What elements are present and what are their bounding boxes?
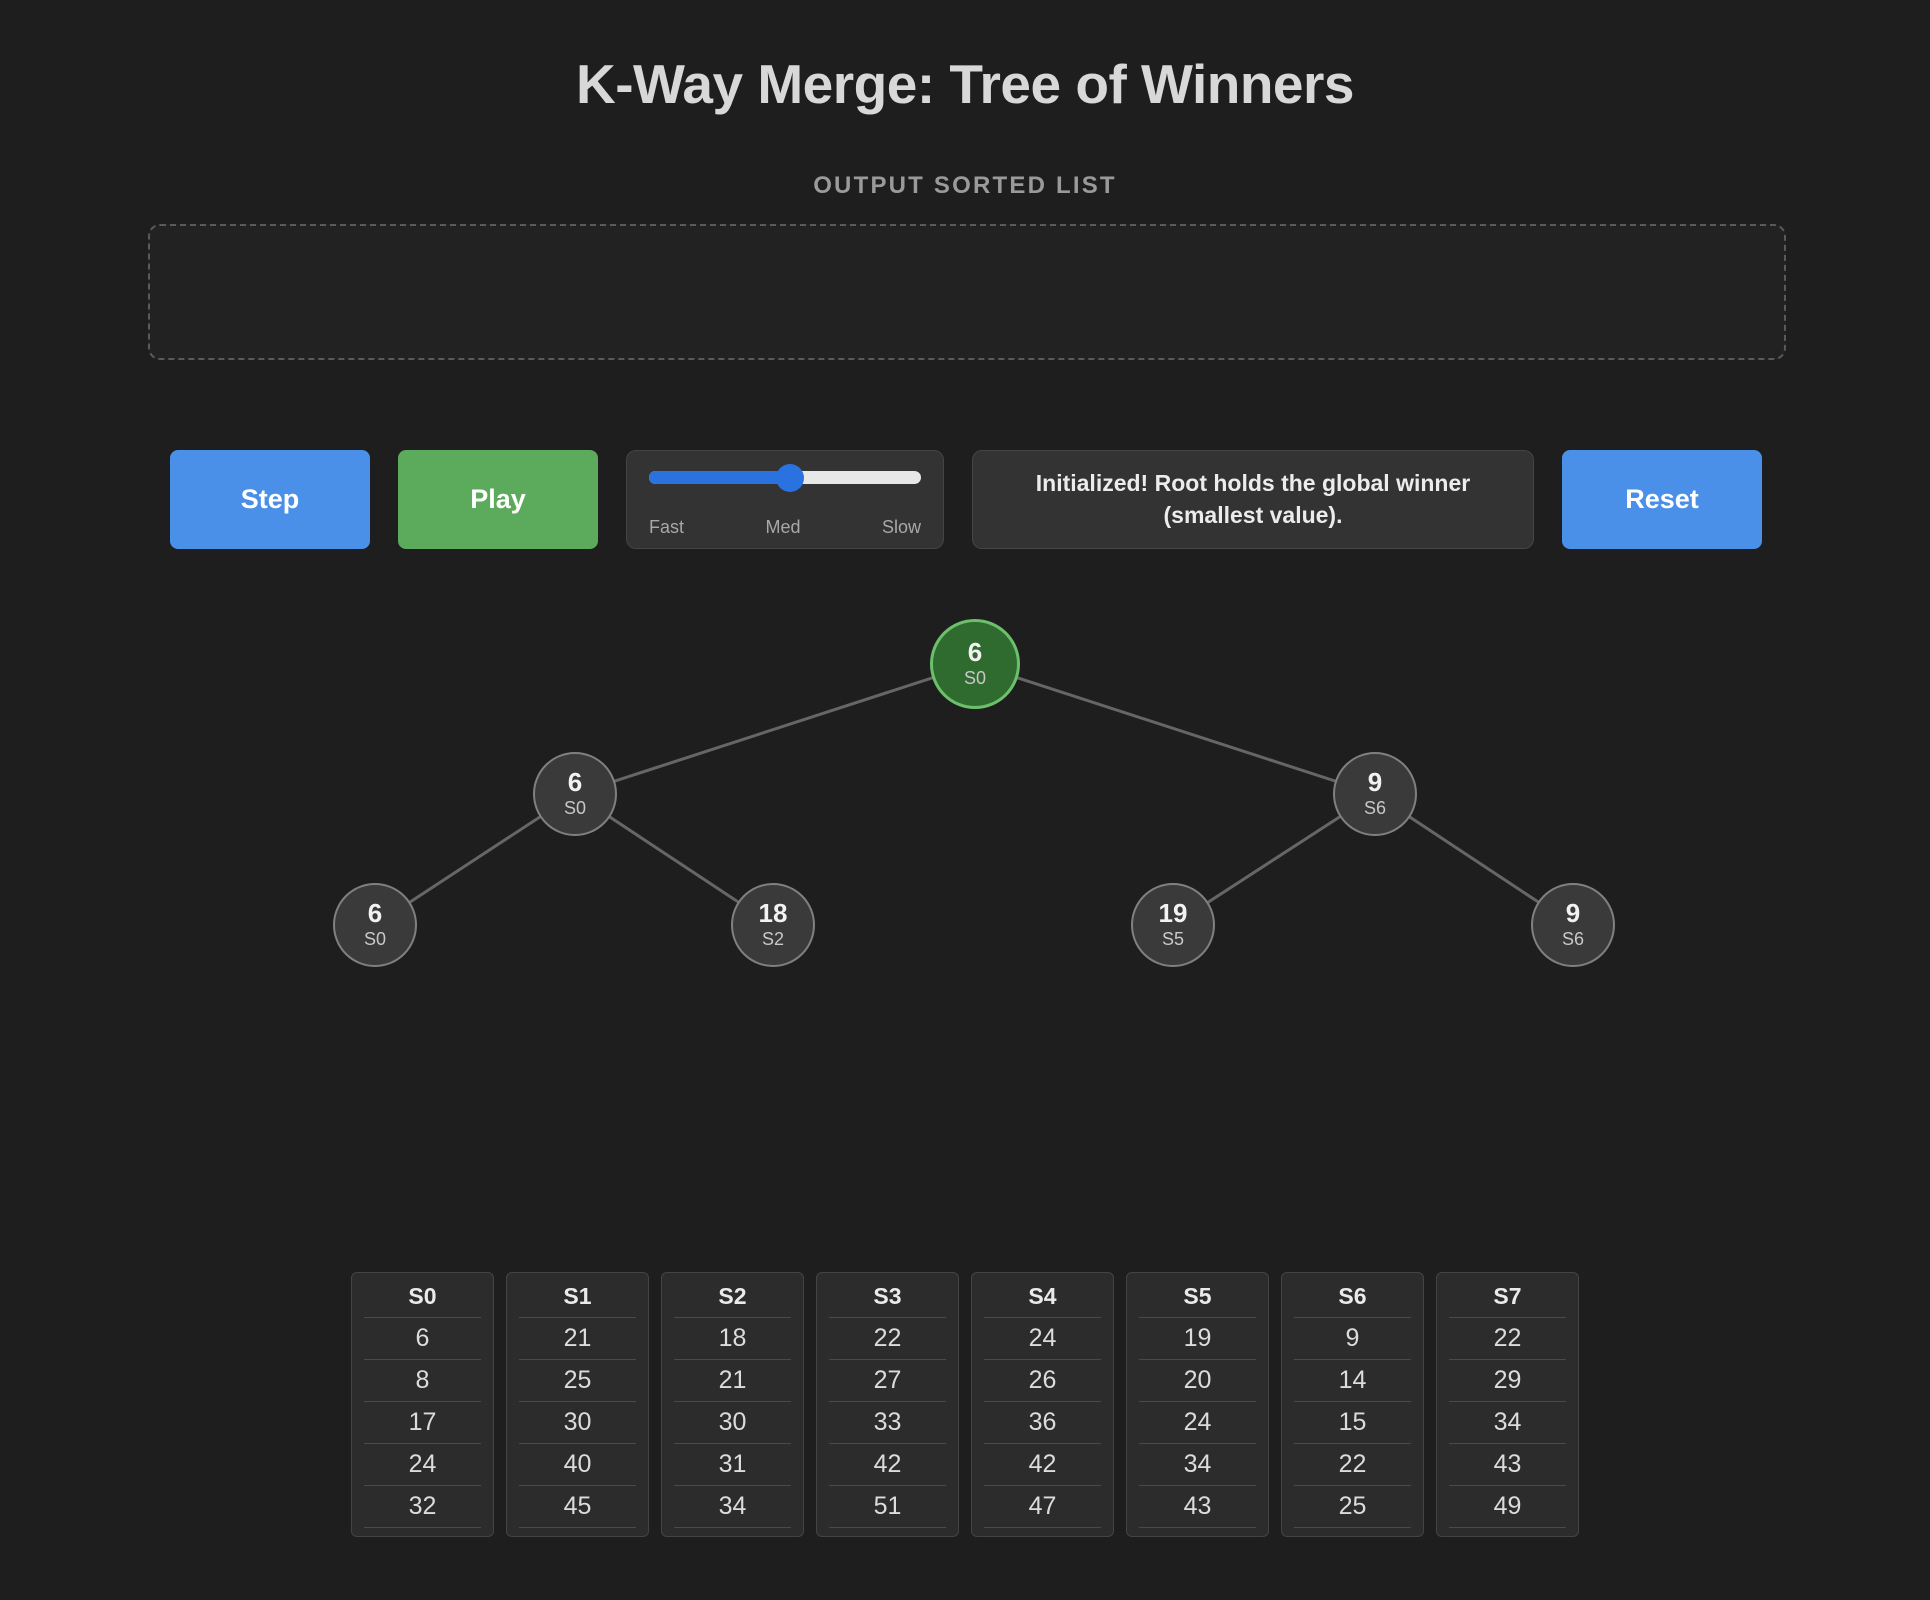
source-list-header: S2 [718, 1283, 747, 1309]
tree-node-source: S0 [963, 667, 987, 688]
source-list-cell: 14 [1294, 1359, 1411, 1401]
source-list-cell: 24 [364, 1443, 481, 1485]
tree-node-source: S0 [363, 928, 387, 949]
source-list-cell: 15 [1294, 1401, 1411, 1443]
page-title: K-Way Merge: Tree of Winners [575, 53, 1355, 115]
source-list-cell: 36 [984, 1401, 1101, 1443]
source-list-header: S7 [1493, 1283, 1522, 1309]
source-list-header: S4 [1028, 1283, 1057, 1309]
source-list-cell: 34 [1449, 1401, 1566, 1443]
source-list-header: S6 [1338, 1283, 1367, 1309]
source-list-cell: 18 [674, 1317, 791, 1359]
source-list-cell: 21 [674, 1359, 791, 1401]
source-list-cell: 9 [1294, 1317, 1411, 1359]
source-list-cell: 34 [1139, 1443, 1256, 1485]
tree-edge [574, 662, 976, 796]
source-list-cell: 19 [1139, 1317, 1256, 1359]
source-list-cell: 25 [519, 1359, 636, 1401]
tree-node-value: 9 [1565, 898, 1581, 929]
tree-edge [974, 662, 1376, 796]
source-list-header: S1 [563, 1283, 592, 1309]
output-sorted-list-area [148, 224, 1786, 360]
speed-slider-labels: Fast Med Slow [649, 517, 921, 538]
reset-button[interactable]: Reset [1562, 450, 1762, 549]
source-list-cell: 49 [1449, 1485, 1566, 1528]
tree-node-value: 18 [758, 898, 788, 929]
source-list-cell: 33 [829, 1401, 946, 1443]
tree-node-source: S6 [1363, 797, 1387, 818]
tree-node-value: 6 [367, 898, 383, 929]
tree-node-value: 6 [567, 767, 583, 798]
source-list-cell: 20 [1139, 1359, 1256, 1401]
source-list-cell: 22 [1294, 1443, 1411, 1485]
source-list-cell: 32 [364, 1485, 481, 1528]
tree-node-source: S5 [1161, 928, 1185, 949]
tree-node-value: 9 [1367, 767, 1383, 798]
source-list-cell: 26 [984, 1359, 1101, 1401]
source-list-cell: 43 [1449, 1443, 1566, 1485]
tree-node-source: S2 [761, 928, 785, 949]
speed-slider-thumb[interactable] [776, 463, 805, 492]
source-list-cell: 34 [674, 1485, 791, 1528]
source-list-cell: 22 [1449, 1317, 1566, 1359]
speed-slider-fill [649, 471, 791, 484]
controls-bar: Step Play Fast Med Slow Initialized! Roo… [170, 450, 1762, 549]
source-list-cell: 45 [519, 1485, 636, 1528]
source-list-cell: 22 [829, 1317, 946, 1359]
source-list-cell: 25 [1294, 1485, 1411, 1528]
source-list-cell: 43 [1139, 1485, 1256, 1528]
speed-label-med: Med [765, 517, 801, 537]
status-message: Initialized! Root holds the global winne… [1035, 470, 1471, 528]
source-list-cell: 6 [364, 1317, 481, 1359]
output-section-label: OUTPUT SORTED LIST [813, 172, 1117, 199]
speed-slider[interactable] [649, 463, 921, 492]
step-button[interactable]: Step [170, 450, 370, 549]
source-list-cell: 8 [364, 1359, 481, 1401]
speed-control[interactable]: Fast Med Slow [626, 450, 944, 549]
source-list-cell: 42 [829, 1443, 946, 1485]
source-list-header: S5 [1183, 1283, 1212, 1309]
tree-node-value: 6 [967, 637, 983, 668]
source-list-cell: 40 [519, 1443, 636, 1485]
status-panel: Initialized! Root holds the global winne… [972, 450, 1534, 549]
source-list-cell: 21 [519, 1317, 636, 1359]
source-list-cell: 47 [984, 1485, 1101, 1528]
speed-label-slow: Slow [881, 517, 921, 537]
speed-label-fast: Fast [649, 517, 685, 537]
tree-node-source: S0 [563, 797, 587, 818]
source-list-cell: 51 [829, 1485, 946, 1528]
source-list-cell: 24 [1139, 1401, 1256, 1443]
source-list-header: S3 [873, 1283, 902, 1309]
play-button[interactable]: Play [398, 450, 598, 549]
source-list-cell: 42 [984, 1443, 1101, 1485]
tree-node-value: 19 [1158, 898, 1188, 929]
source-list-cell: 30 [674, 1401, 791, 1443]
tree-node-source: S6 [1561, 928, 1585, 949]
source-list-cell: 24 [984, 1317, 1101, 1359]
source-list-cell: 27 [829, 1359, 946, 1401]
source-list-cell: 17 [364, 1401, 481, 1443]
source-list-cell: 31 [674, 1443, 791, 1485]
source-list-header: S0 [408, 1283, 437, 1309]
source-list-cell: 29 [1449, 1359, 1566, 1401]
source-list-cell: 30 [519, 1401, 636, 1443]
